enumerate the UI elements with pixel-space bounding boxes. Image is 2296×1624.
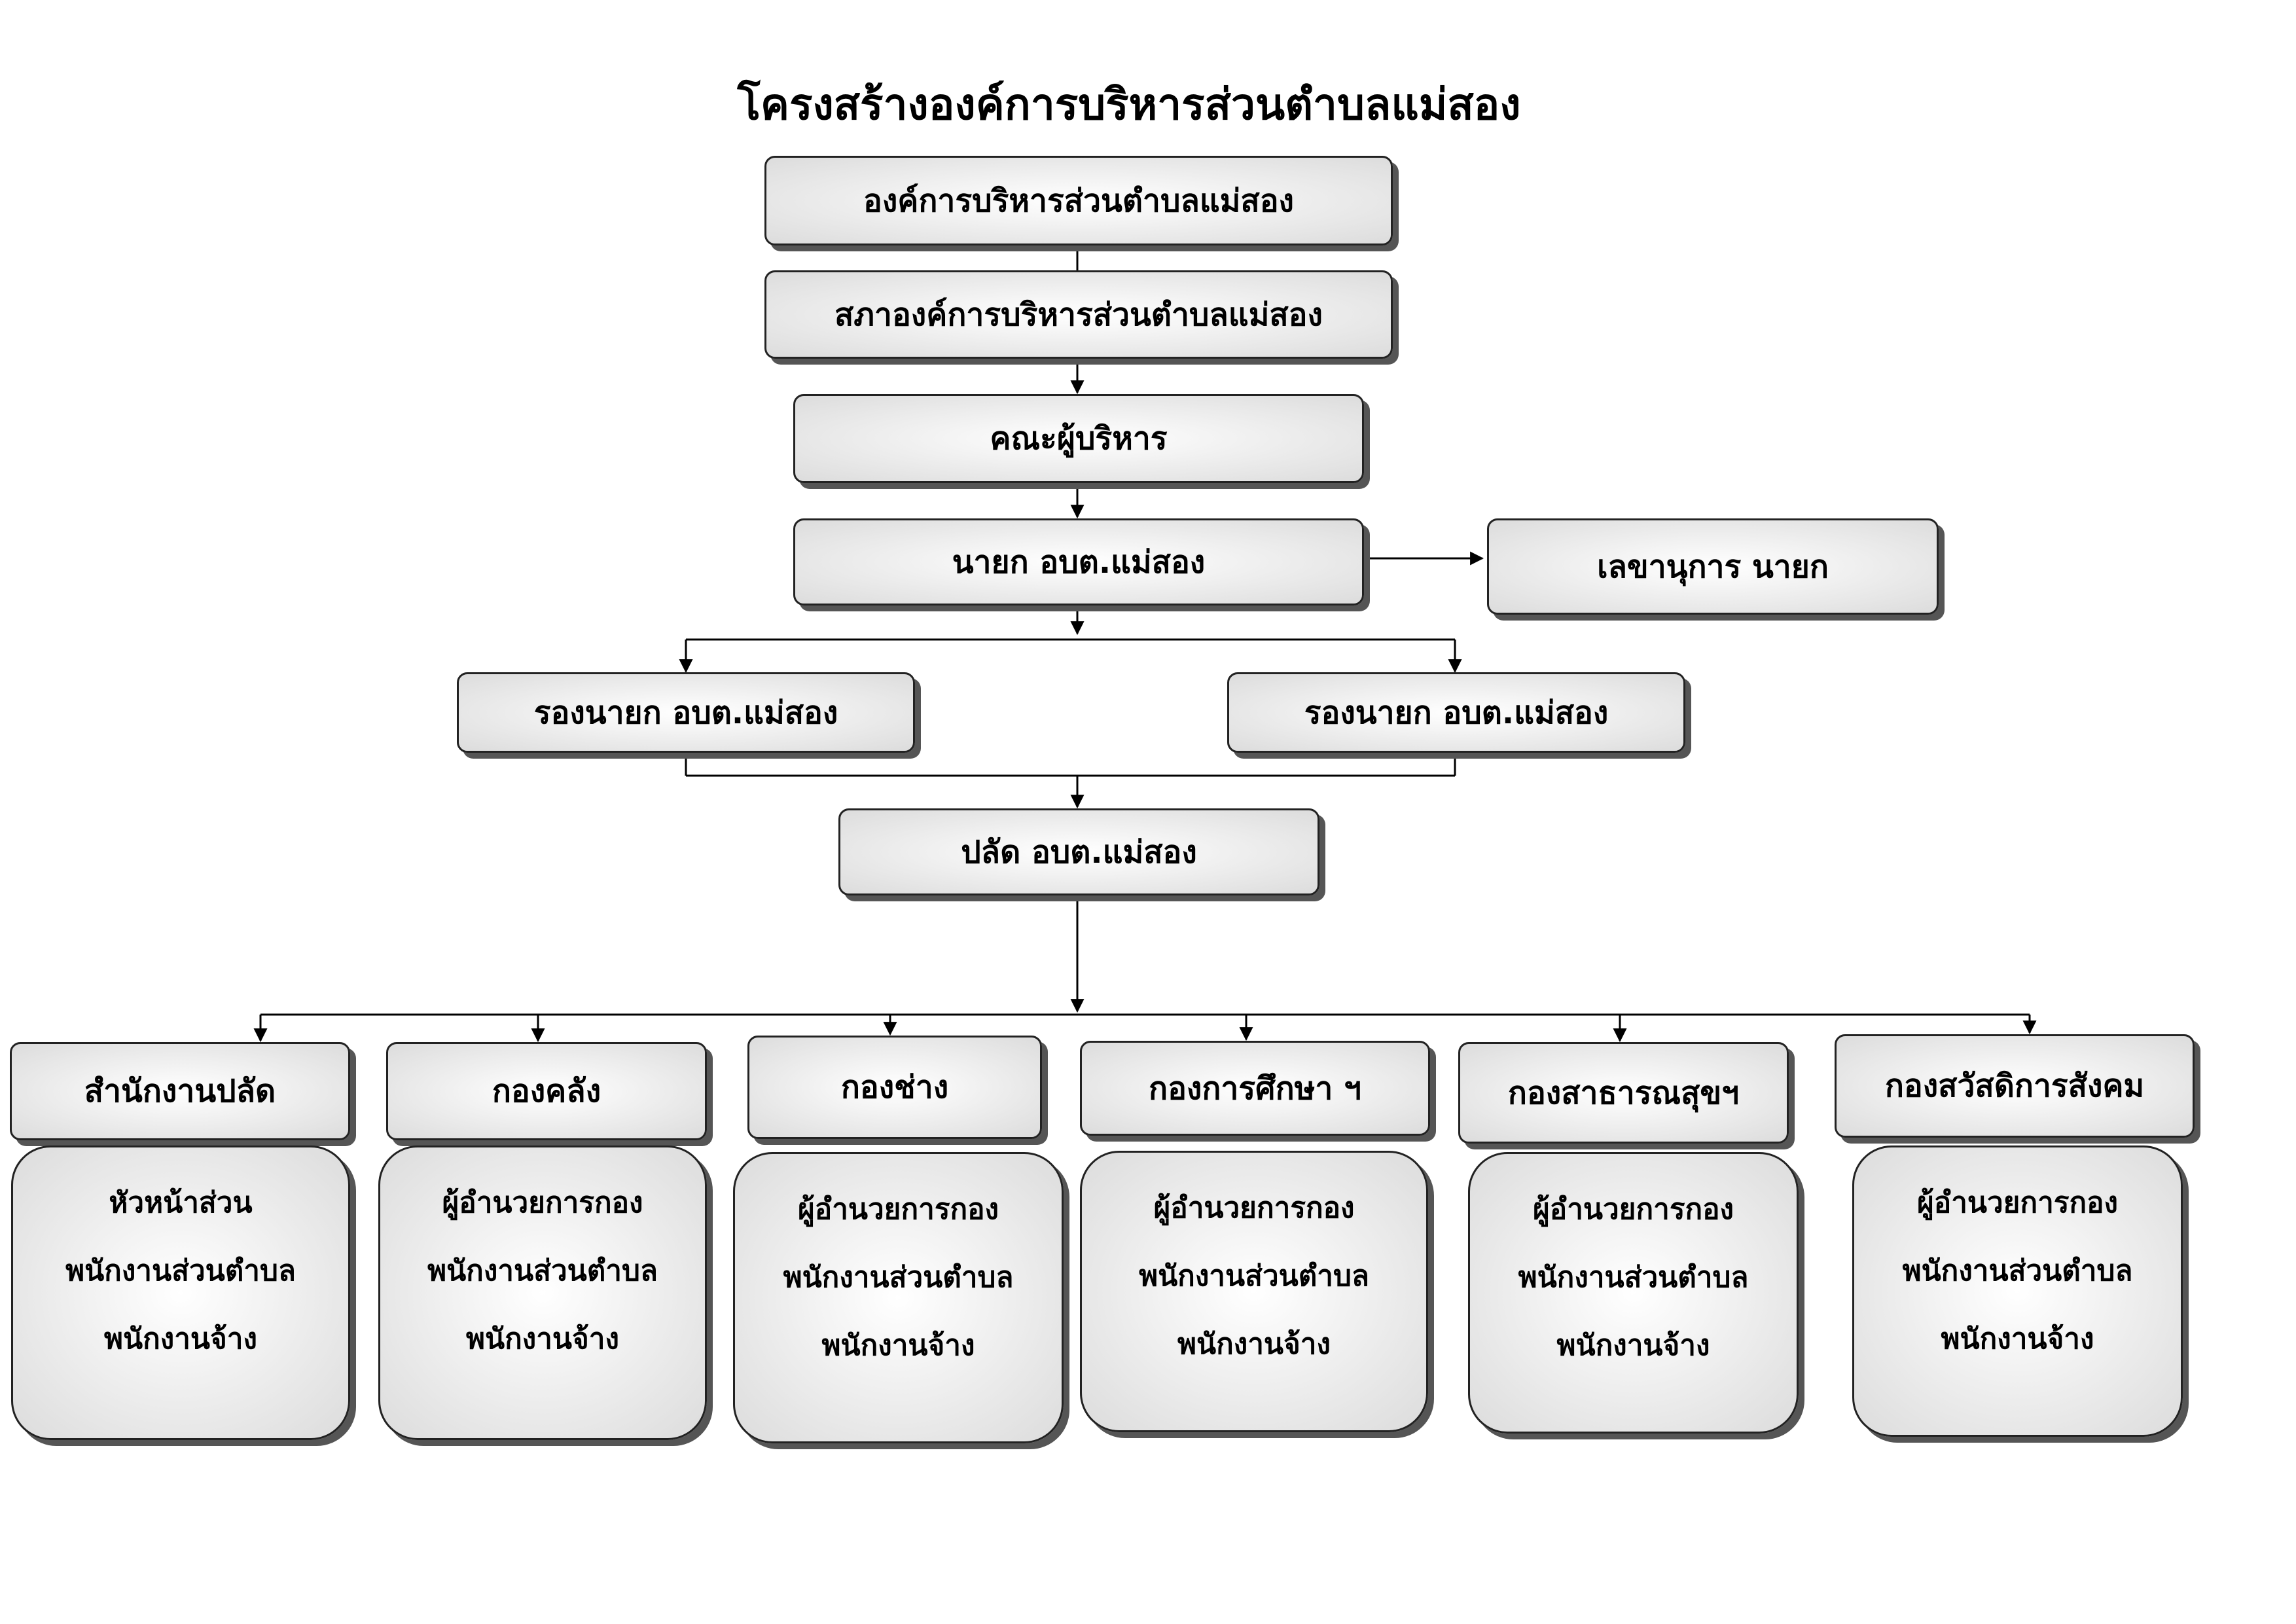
staff-line: พนักงานส่วนตำบล bbox=[783, 1261, 1014, 1294]
staff-line: พนักงานจ้าง bbox=[466, 1322, 619, 1356]
department-staff-box: ผู้อำนวยการกอง พนักงานส่วนตำบล พนักงานจ้… bbox=[1852, 1146, 2183, 1437]
node-executives: คณะผู้บริหาร bbox=[793, 394, 1364, 483]
node-org: องค์การบริหารส่วนตำบลแม่สอง bbox=[764, 156, 1393, 245]
staff-line: ผู้อำนวยการกอง bbox=[1916, 1186, 2118, 1219]
node-deputy-right: รองนายก อบต.แม่สอง bbox=[1227, 672, 1685, 753]
staff-line: พนักงานจ้าง bbox=[1177, 1327, 1331, 1361]
node-council: สภาองค์การบริหารส่วนตำบลแม่สอง bbox=[764, 270, 1393, 359]
node-mayor: นายก อบต.แม่สอง bbox=[793, 518, 1364, 605]
department-header: กองการศึกษา ฯ bbox=[1080, 1041, 1430, 1136]
staff-line: หัวหน้าส่วน bbox=[109, 1186, 253, 1219]
staff-line: พนักงานส่วนตำบล bbox=[1139, 1259, 1369, 1293]
staff-line: พนักงานจ้าง bbox=[821, 1329, 975, 1362]
staff-line: ผู้อำนวยการกอง bbox=[797, 1193, 999, 1226]
page-title: โครงสร้างองค์การบริหารส่วนตำบลแม่สอง bbox=[737, 79, 1521, 130]
department-staff-box: ผู้อำนวยการกอง พนักงานส่วนตำบล พนักงานจ้… bbox=[378, 1146, 707, 1440]
department-header: กองสาธารณสุขฯ bbox=[1458, 1042, 1789, 1144]
staff-line: พนักงานส่วนตำบล bbox=[1902, 1254, 2133, 1288]
staff-line: พนักงานจ้าง bbox=[1556, 1329, 1710, 1362]
department-header: กองสวัสดิการสังคม bbox=[1835, 1034, 2195, 1138]
staff-line: พนักงานส่วนตำบล bbox=[427, 1254, 658, 1288]
staff-line: พนักงานจ้าง bbox=[104, 1322, 257, 1356]
department-staff-box: ผู้อำนวยการกอง พนักงานส่วนตำบล พนักงานจ้… bbox=[1080, 1151, 1428, 1432]
staff-line: พนักงานส่วนตำบล bbox=[65, 1254, 296, 1288]
staff-line: ผู้อำนวยการกอง bbox=[1532, 1193, 1734, 1226]
node-deputy-left: รองนายก อบต.แม่สอง bbox=[457, 672, 915, 753]
node-secretary: เลขานุการ นายก bbox=[1487, 518, 1939, 615]
department-header: กองช่าง bbox=[747, 1036, 1042, 1139]
department-staff-box: หัวหน้าส่วน พนักงานส่วนตำบล พนักงานจ้าง bbox=[11, 1146, 350, 1440]
department-header: สำนักงานปลัด bbox=[10, 1042, 350, 1140]
department-header: กองคลัง bbox=[386, 1042, 707, 1140]
department-staff-box: ผู้อำนวยการกอง พนักงานส่วนตำบล พนักงานจ้… bbox=[733, 1152, 1064, 1443]
node-clerk: ปลัด อบต.แม่สอง bbox=[838, 808, 1319, 895]
staff-line: ผู้อำนวยการกอง bbox=[442, 1186, 643, 1219]
staff-line: พนักงานส่วนตำบล bbox=[1518, 1261, 1749, 1294]
department-staff-box: ผู้อำนวยการกอง พนักงานส่วนตำบล พนักงานจ้… bbox=[1468, 1152, 1799, 1434]
staff-line: ผู้อำนวยการกอง bbox=[1153, 1191, 1355, 1225]
staff-line: พนักงานจ้าง bbox=[1941, 1322, 2094, 1356]
